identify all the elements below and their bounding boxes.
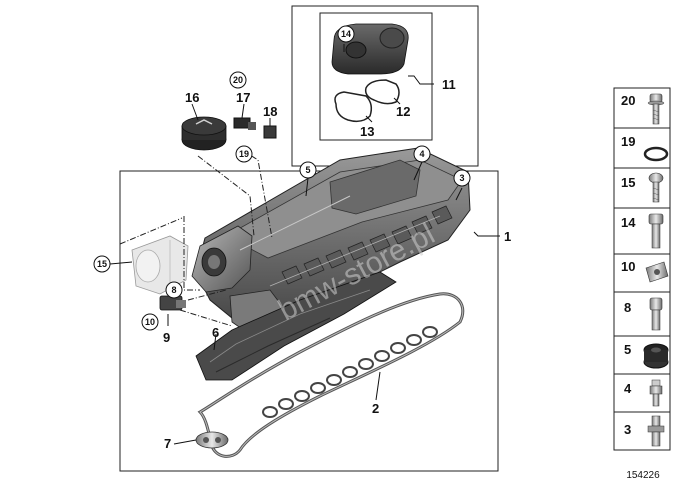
side-label-3: 3 xyxy=(624,422,631,437)
circled-callout-19: 19 xyxy=(235,145,253,163)
side-label-14: 14 xyxy=(621,215,636,230)
callout-12: 12 xyxy=(396,104,410,119)
bolt-icon xyxy=(648,213,664,249)
callout-17: 17 xyxy=(236,90,250,105)
side-label-4: 4 xyxy=(624,381,632,396)
circled-callout-10: 10 xyxy=(141,313,159,331)
callout-18: 18 xyxy=(263,104,277,119)
circled-callout-4: 4 xyxy=(413,145,431,163)
callout-13: 13 xyxy=(360,124,374,139)
assembly-lines xyxy=(119,149,273,327)
grommet-icon xyxy=(643,343,669,369)
spark-plug-icon xyxy=(649,379,663,407)
diagram-number: 154226 xyxy=(626,470,660,481)
small-cover xyxy=(195,431,229,449)
leader-lines xyxy=(109,44,500,445)
svg-text:8: 8 xyxy=(171,285,176,295)
svg-text:20: 20 xyxy=(233,75,243,85)
inset-11-inner-frame xyxy=(319,12,433,141)
oil-filler-cap xyxy=(181,116,227,151)
callout-1: 1 xyxy=(504,229,511,244)
callout-7: 7 xyxy=(164,436,171,451)
svg-text:4: 4 xyxy=(419,149,424,159)
gasket-carrier xyxy=(195,271,397,381)
screw-icon xyxy=(648,172,664,203)
callout-9: 9 xyxy=(163,330,170,345)
svg-text:14: 14 xyxy=(341,29,351,39)
circled-callout-20: 20 xyxy=(229,71,247,89)
side-label-15: 15 xyxy=(621,175,635,190)
callout-2: 2 xyxy=(372,401,379,416)
side-label-19: 19 xyxy=(621,134,635,149)
callout-11: 11 xyxy=(442,77,456,92)
o-ring-icon xyxy=(643,146,669,162)
side-label-5: 5 xyxy=(624,342,631,357)
svg-text:15: 15 xyxy=(97,259,107,269)
side-label-10: 10 xyxy=(621,259,635,274)
callout-6: 6 xyxy=(212,325,219,340)
svg-text:10: 10 xyxy=(145,317,155,327)
bolt-with-washer-icon xyxy=(647,93,665,125)
spring-nut-icon xyxy=(645,261,669,283)
inset-gaskets xyxy=(334,79,400,123)
circled-callout-3: 3 xyxy=(453,169,471,187)
stud-icon xyxy=(647,415,665,447)
vacuum-valve xyxy=(131,235,189,295)
cap-screw-icon xyxy=(649,297,663,331)
side-label-8: 8 xyxy=(624,300,631,315)
circled-callout-8: 8 xyxy=(165,281,183,299)
svg-text:19: 19 xyxy=(239,149,249,159)
spark-plug-seals xyxy=(262,326,438,418)
svg-text:5: 5 xyxy=(305,165,310,175)
sensor-17 xyxy=(233,117,256,130)
circled-callout-5: 5 xyxy=(299,161,317,179)
callout-16: 16 xyxy=(185,90,199,105)
gasket-set xyxy=(197,292,465,458)
side-label-20: 20 xyxy=(621,93,635,108)
connector-18 xyxy=(263,125,277,139)
svg-text:3: 3 xyxy=(459,173,464,183)
circled-callout-14: 14 xyxy=(337,25,355,43)
circled-callout-15: 15 xyxy=(93,255,111,273)
